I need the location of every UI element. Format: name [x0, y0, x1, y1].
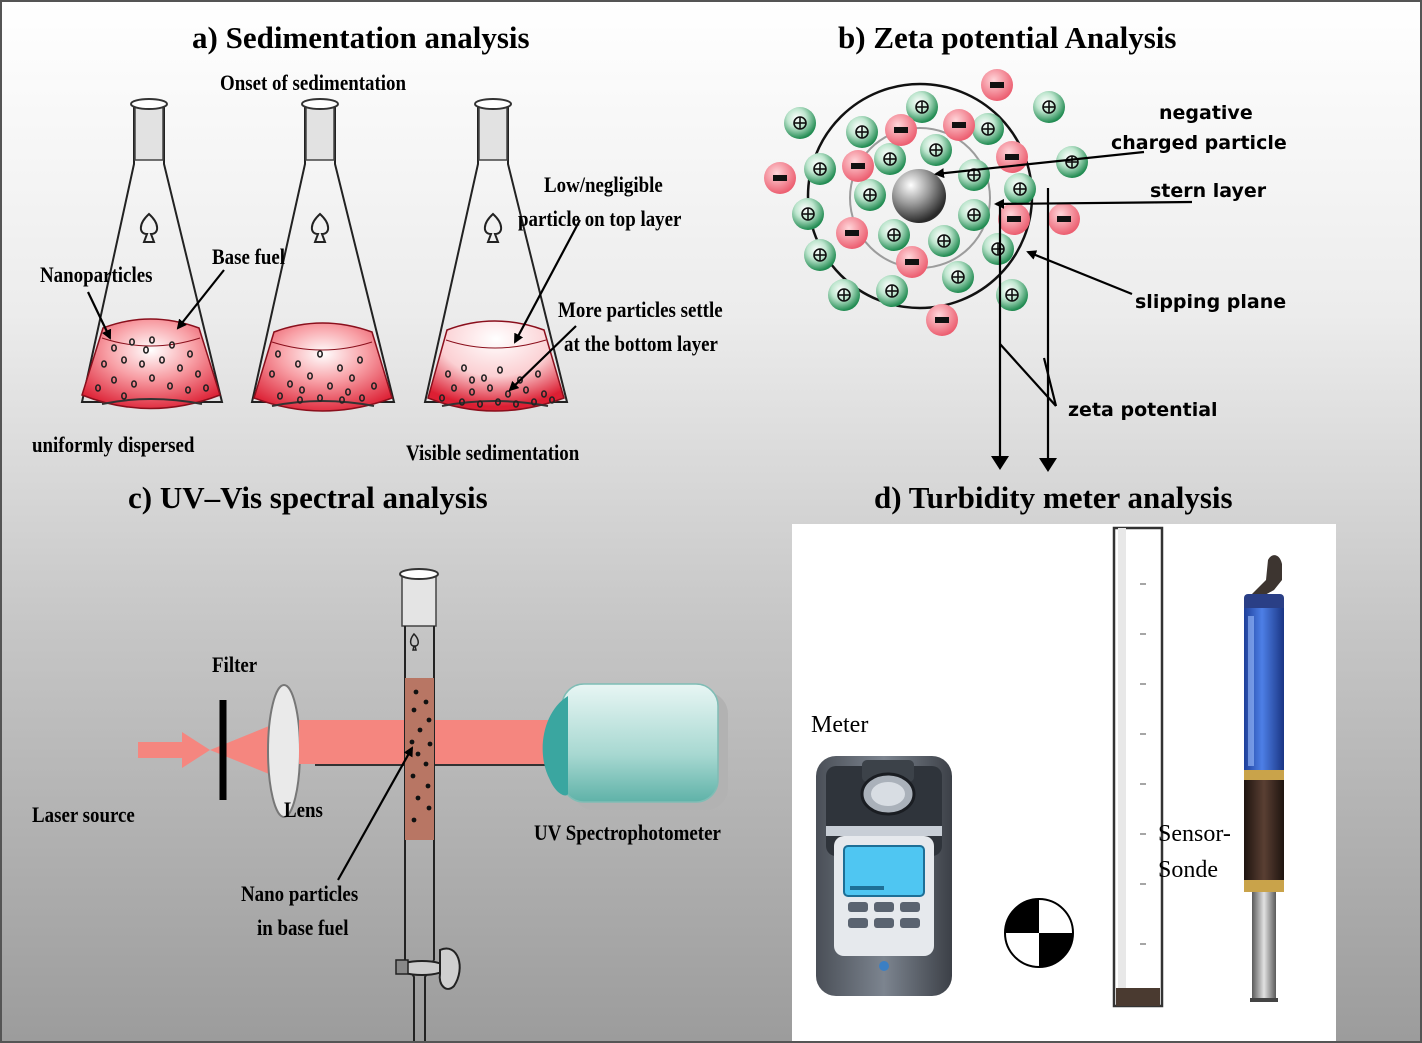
- label-slipping-plane: slipping plane: [1135, 291, 1287, 313]
- sedimentation-arrows: [87, 219, 581, 392]
- sensor-label-line-1: Sensor-: [1158, 821, 1231, 847]
- sensor-probe-icon: [1244, 555, 1284, 1002]
- positive-ion-icon: [792, 198, 824, 230]
- negative-ion-icon: [896, 246, 928, 278]
- positive-ion-icon: [876, 275, 908, 307]
- ion-cloud: [764, 69, 1088, 336]
- positive-ion-icon: [1004, 173, 1036, 205]
- label-nanoparticles: Nanoparticles: [40, 262, 153, 287]
- positive-ion-icon: [854, 179, 886, 211]
- positive-ion-icon: [1056, 146, 1088, 178]
- label-visible: Visible sedimentation: [406, 440, 580, 465]
- label-stern-layer: stern layer: [1150, 180, 1267, 202]
- label-laser-source: Laser source: [32, 802, 135, 827]
- label-negative-2: charged particle: [1111, 132, 1287, 154]
- cuvette-particles: [409, 689, 433, 823]
- positive-ion-icon: [958, 199, 990, 231]
- label-zeta-potential: zeta potential: [1068, 399, 1218, 421]
- meter-label: Meter: [811, 712, 869, 738]
- negative-ion-icon: [836, 217, 868, 249]
- positive-ion-icon: [920, 134, 952, 166]
- label-negative-1: negative: [1159, 102, 1253, 124]
- turbidity-panel: Meter Sensor- Sonde: [792, 524, 1336, 1041]
- positive-ion-icon: [784, 107, 816, 139]
- label-onset: Onset of sedimentation: [220, 70, 407, 95]
- title-turbidity: d) Turbidity meter analysis: [874, 480, 1233, 515]
- label-spectrophotometer: UV Spectrophotometer: [534, 820, 721, 845]
- positive-ion-icon: [1033, 91, 1065, 123]
- turbidity-artwork: [816, 526, 1284, 1008]
- charged-particle-icon: [892, 169, 946, 223]
- zeta-arrows: [934, 150, 1193, 472]
- particles-flask-1: [95, 336, 210, 400]
- spade-icon: [139, 212, 503, 243]
- positive-ion-icon: [982, 233, 1014, 265]
- spectrophotometer-icon: [542, 683, 728, 810]
- title-sedimentation: a) Sedimentation analysis: [192, 20, 530, 55]
- negative-ion-icon: [842, 150, 874, 182]
- negative-ion-icon: [998, 203, 1030, 235]
- positive-ion-icon: [804, 153, 836, 185]
- particles-flask-2: [268, 350, 377, 404]
- negative-ion-icon: [764, 162, 796, 194]
- label-base-fuel: Base fuel: [212, 244, 286, 269]
- flask-3: [423, 98, 569, 412]
- positive-ion-icon: [878, 219, 910, 251]
- particles-flask-3: [438, 364, 555, 408]
- positive-ion-icon: [942, 261, 974, 293]
- label-low-negligible-1: Low/negligible: [544, 172, 663, 197]
- positive-ion-icon: [972, 113, 1004, 145]
- uvvis-arrow: [337, 746, 413, 881]
- title-uvvis: c) UV–Vis spectral analysis: [128, 480, 488, 515]
- negative-ion-icon: [1048, 203, 1080, 235]
- turbidity-meter-icon: [816, 756, 952, 996]
- label-filter: Filter: [212, 652, 258, 677]
- flask-2: [250, 98, 396, 412]
- label-lens: Lens: [284, 797, 323, 822]
- laser-source-icon: [138, 724, 274, 776]
- negative-ion-icon: [885, 114, 917, 146]
- positive-ion-icon: [874, 143, 906, 175]
- burette-icon: [395, 568, 461, 1041]
- negative-ion-icon: [943, 109, 975, 141]
- positive-ion-icon: [928, 225, 960, 257]
- positive-ion-icon: [906, 91, 938, 123]
- positive-ion-icon: [996, 279, 1028, 311]
- title-zeta: b) Zeta potential Analysis: [838, 20, 1177, 55]
- label-more-particles-1: More particles settle: [558, 297, 723, 322]
- positive-ion-icon: [958, 159, 990, 191]
- negative-ion-icon: [926, 304, 958, 336]
- negative-ion-icon: [981, 69, 1013, 101]
- flask-1: [80, 98, 224, 410]
- label-more-particles-2: at the bottom layer: [564, 331, 718, 356]
- label-low-negligible-2: particle on top layer: [518, 206, 682, 231]
- positive-ion-icon: [804, 239, 836, 271]
- label-nano-particles-1: Nano particles: [241, 881, 359, 906]
- label-uniform: uniformly dispersed: [32, 432, 195, 457]
- sensor-label-line-2: Sonde: [1158, 857, 1218, 883]
- label-nano-particles-2: in base fuel: [257, 915, 349, 940]
- positive-ion-icon: [846, 116, 878, 148]
- sample-tube-icon: [1112, 526, 1164, 1008]
- calibration-target-icon: [1004, 898, 1074, 968]
- positive-ion-icon: [828, 279, 860, 311]
